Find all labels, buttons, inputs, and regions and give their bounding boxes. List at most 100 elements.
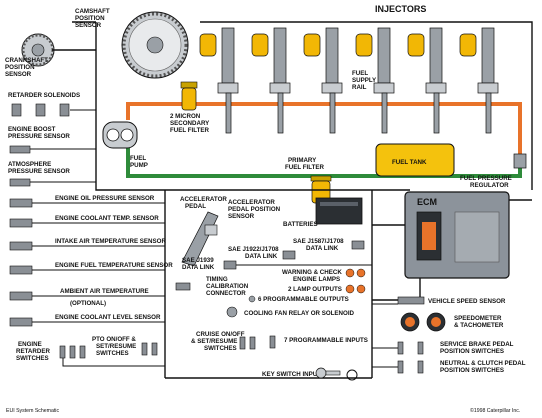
injector-3-icon [303, 27, 343, 134]
timing-calibration-label-2: CALIBRATION [206, 283, 249, 290]
injector-5-icon [407, 27, 447, 134]
retarder-switches-label-3: SWITCHES [16, 355, 49, 362]
injector-1-icon [199, 27, 239, 134]
fuel-supply-line [126, 138, 522, 178]
speedometer-label-1: SPEEDOMETER [454, 315, 502, 322]
speedometer-icon [400, 312, 420, 332]
programmable-inputs-label: 7 PROGRAMMABLE INPUTS [284, 337, 368, 344]
retarder-switches-label-2: RETARDER [16, 348, 50, 355]
key-switch-icon [315, 367, 341, 379]
atmosphere-sensor-label-1: ATMOSPHERE [8, 161, 51, 168]
crankshaft-sensor-label-3: SENSOR [5, 71, 32, 78]
sae-j1922-label-1: SAE J1922/J1708 [228, 246, 279, 253]
accelerator-sensor-label-1: ACCELERATOR [228, 199, 275, 206]
programmable-outputs-label: 6 PROGRAMMABLE OUTPUTS [258, 296, 349, 303]
secondary-filter-label-2: SECONDARY [170, 120, 210, 127]
fuel-temp-sensor-icon [9, 265, 33, 275]
service-brake-switch-icons [397, 341, 424, 355]
service-brake-label-2: POSITION SWITCHES [440, 348, 504, 355]
fuel-supply-rail-label-2: SUPPLY [352, 77, 377, 84]
two-lamp-outputs-label: 2 LAMP OUTPUTS [288, 286, 342, 293]
boost-sensor-label-2: PRESSURE SENSOR [8, 133, 70, 140]
crankshaft-sensor-label-1: CRANKSHAFT [5, 57, 48, 64]
warning-lamps-label-2: ENGINE LAMPS [293, 276, 340, 283]
primary-filter-label-2: FUEL FILTER [285, 164, 324, 171]
fuel-pump-label-1: FUEL [130, 155, 146, 162]
fuel-tank-label: FUEL TANK [392, 159, 427, 166]
cooling-fan-label: COOLING FAN RELAY OR SOLENOID [244, 310, 355, 317]
fuel-supply-rail-label-1: FUEL [352, 70, 368, 77]
retarder-switches-label-1: ENGINE [18, 341, 42, 348]
warning-lamp-icons [345, 268, 366, 278]
main-harness-left-wire [95, 22, 180, 191]
cruise-switches-label-2: & SET/RESUME [191, 338, 237, 345]
fuel-tank-icon [375, 143, 455, 177]
accelerator-pedal-label-1: ACCELERATOR [180, 196, 227, 203]
key-switch-ring-icon [346, 369, 358, 381]
vehicle-speed-sensor-icon [397, 296, 425, 305]
batteries-label: BATTERIES [283, 221, 318, 228]
ambient-air-sensor-icon [9, 291, 33, 301]
injector-row [199, 27, 499, 134]
camshaft-sensor-label-3: SENSOR [75, 22, 102, 29]
neutral-clutch-label-1: NEUTRAL & CLUTCH PEDAL [440, 360, 526, 367]
coolant-level-sensor-icon [9, 317, 33, 327]
fuel-pressure-regulator-icon [513, 153, 527, 169]
retarder-solenoid-icons [11, 103, 70, 117]
secondary-filter-label-3: FUEL FILTER [170, 127, 209, 134]
secondary-fuel-filter-icon [180, 81, 198, 111]
ambient-optional-label: (OPTIONAL) [70, 300, 106, 307]
speedometer-label-2: & TACHOMETER [454, 322, 504, 329]
fuel-pump-icon [102, 121, 138, 149]
ecm-label: ECM [417, 197, 437, 207]
sae-j1587-label-2: DATA LINK [306, 245, 339, 252]
pto-switches-label-2: SET/RESUME [96, 343, 136, 350]
pto-switches-label-3: SWITCHES [96, 350, 129, 357]
boost-sensor-label-1: ENGINE BOOST [8, 126, 56, 133]
sae-j1922-connector-icon [282, 250, 296, 260]
atmosphere-sensor-icon [9, 178, 31, 187]
two-lamp-output-icons [345, 284, 366, 294]
fuel-pressure-regulator-label-2: REGULATOR [470, 182, 509, 189]
fuel-pressure-regulator-label-1: FUEL PRESSURE [460, 175, 512, 182]
oil-pressure-sensor-label: ENGINE OIL PRESSURE SENSOR [55, 195, 155, 202]
ambient-air-temp-label: AMBIENT AIR TEMPERATURE [60, 288, 149, 295]
cruise-switch-icons [239, 336, 256, 350]
pto-switch-icons [141, 342, 158, 356]
fuel-return-line [126, 102, 522, 160]
cooling-fan-relay-icon [226, 306, 238, 318]
intake-air-sensor-icon [9, 241, 33, 251]
intake-air-sensor-label: INTAKE AIR TEMPERATURE SENSOR [55, 238, 166, 245]
primary-fuel-filter-icon [310, 175, 332, 204]
injectors-label: INJECTORS [375, 4, 426, 14]
retarder-solenoids-label: RETARDER SOLENOIDS [8, 92, 80, 99]
secondary-filter-label-1: 2 MICRON [170, 113, 201, 120]
sae-j1939-connector-icon [223, 260, 237, 270]
primary-filter-label-1: PRIMARY [288, 157, 317, 164]
pto-switches-label-1: PTO ON/OFF & [92, 336, 136, 343]
vehicle-speed-sensor-label: VEHICLE SPEED SENSOR [428, 298, 506, 305]
injector-4-icon [355, 27, 395, 134]
camshaft-sensor-label-1: CAMSHAFT [75, 8, 110, 15]
sae-j1939-label-1: SAE J1939 [182, 257, 214, 264]
timing-calibration-connector-icon [175, 282, 191, 291]
timing-calibration-label-3: CONNECTOR [206, 290, 246, 297]
warning-lamps-label-1: WARNING & CHECK [282, 269, 342, 276]
oil-pressure-sensor-icon [9, 198, 33, 208]
injector-harness-wire [200, 21, 533, 190]
coolant-temp-sensor-icon [9, 218, 33, 228]
sae-j1939-label-2: DATA LINK [182, 264, 215, 271]
cruise-switches-label-1: CRUISE ON/OFF [196, 331, 245, 338]
neutral-clutch-label-2: POSITION SWITCHES [440, 367, 504, 374]
engine-retarder-switch-icons [59, 345, 86, 359]
accelerator-pedal-icon [181, 211, 219, 267]
crankshaft-sensor-label-2: POSITION [5, 64, 35, 71]
boost-sensor-icon [9, 145, 31, 154]
sae-j1587-connector-icon [351, 240, 365, 250]
sae-j1922-label-2: DATA LINK [245, 253, 278, 260]
programmable-output-icon [248, 295, 256, 303]
key-switch-label: KEY SWITCH INPUT [262, 371, 321, 378]
accelerator-pedal-label-2: PEDAL [185, 203, 206, 210]
